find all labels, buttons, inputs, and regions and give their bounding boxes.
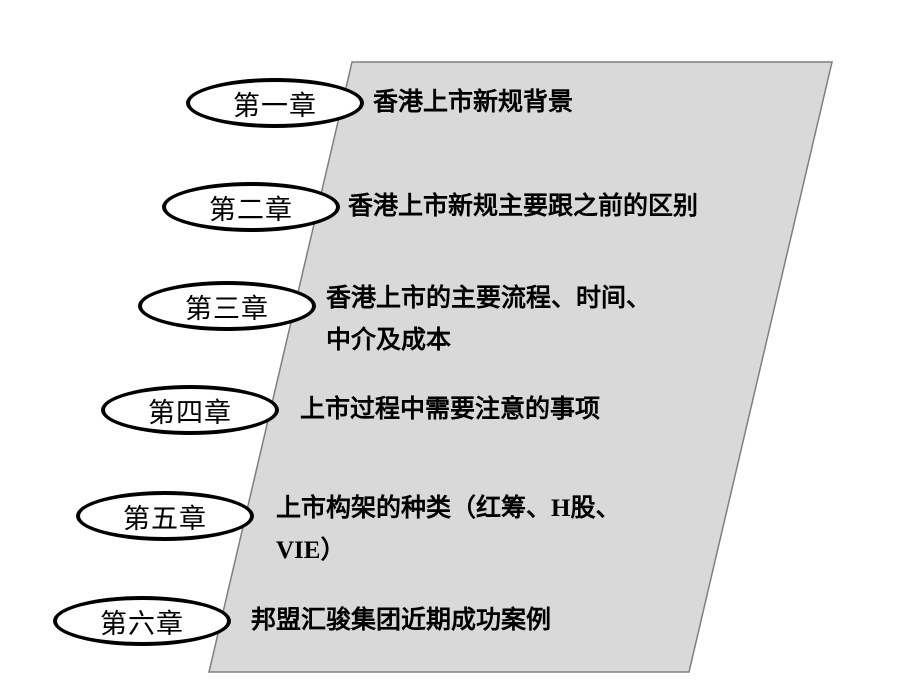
chapter-2-title: 香港上市新规主要跟之前的区别 bbox=[348, 193, 699, 220]
chapter-5-label: 第五章 bbox=[123, 503, 207, 534]
chapter-5-badge: 第五章 bbox=[76, 491, 254, 541]
chapter-2-label: 第二章 bbox=[209, 194, 293, 225]
chapter-2-badge: 第二章 bbox=[162, 182, 340, 232]
chapter-6-title: 邦盟汇骏集团近期成功案例 bbox=[251, 607, 552, 634]
chapter-1-title: 香港上市新规背景 bbox=[373, 89, 574, 116]
chapter-3-badge: 第三章 bbox=[138, 281, 316, 331]
chapter-3-label: 第三章 bbox=[185, 293, 269, 324]
chapter-4-badge: 第四章 bbox=[101, 385, 279, 435]
chapter-1-badge: 第一章 bbox=[186, 78, 364, 128]
chapter-4-label: 第四章 bbox=[148, 397, 232, 428]
chapter-6-badge: 第六章 bbox=[53, 596, 231, 646]
chapter-4-title: 上市过程中需要注意的事项 bbox=[300, 396, 601, 423]
chapter-1-label: 第一章 bbox=[233, 90, 317, 121]
chapter-5-title: 上市构架的种类（红筹、H股、 VIE） bbox=[276, 495, 621, 564]
chapter-6-label: 第六章 bbox=[100, 608, 184, 639]
chapter-3-title: 香港上市的主要流程、时间、 中介及成本 bbox=[326, 285, 652, 354]
panel-parallelogram bbox=[208, 61, 833, 673]
